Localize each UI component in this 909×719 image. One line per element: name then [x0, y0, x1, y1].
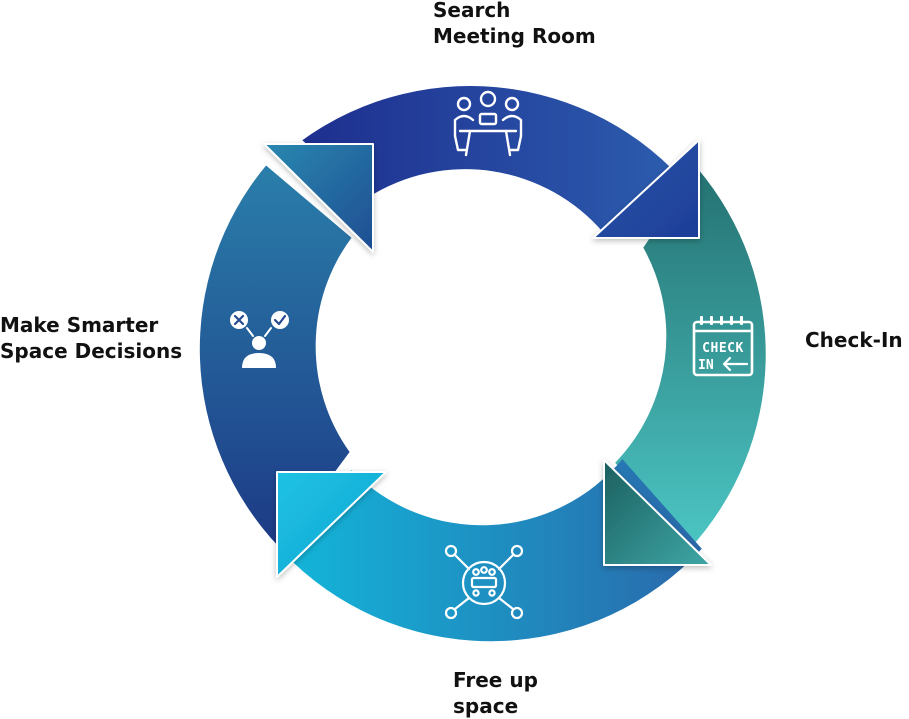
label-line: Make Smarter [0, 313, 159, 337]
check-in-icon-text-check: CHECK [702, 341, 744, 356]
label-free-up-space: Free up space [453, 667, 538, 719]
arrowhead-check-in [603, 459, 712, 566]
segment-search [302, 85, 699, 234]
arrowhead-search [592, 139, 700, 239]
segment-check-in [615, 168, 766, 550]
decision-person-icon [230, 311, 289, 368]
label-line: space [453, 694, 519, 718]
check-in-icon-text-in: IN [698, 358, 714, 373]
label-line: Meeting Room [433, 24, 596, 48]
label-check-in: Check-In [805, 327, 903, 353]
label-line: Check-In [805, 328, 903, 352]
label-search-meeting-room: Search Meeting Room [433, 0, 596, 49]
free-space-network-icon [444, 544, 524, 620]
arrowhead-free-up-space [276, 471, 387, 578]
meeting-room-icon [453, 90, 523, 157]
label-make-smarter-space-decisions: Make Smarter Space Decisions [0, 312, 182, 364]
check-in-calendar-icon: CHECK IN [692, 316, 754, 377]
segment-make-smarter-decisions [199, 165, 352, 547]
label-line: Search [433, 0, 511, 22]
segment-free-up-space [293, 459, 702, 642]
arrowhead-make-smarter-decisions [263, 143, 374, 253]
label-line: Space Decisions [0, 339, 183, 363]
label-line: Free up [453, 668, 538, 692]
